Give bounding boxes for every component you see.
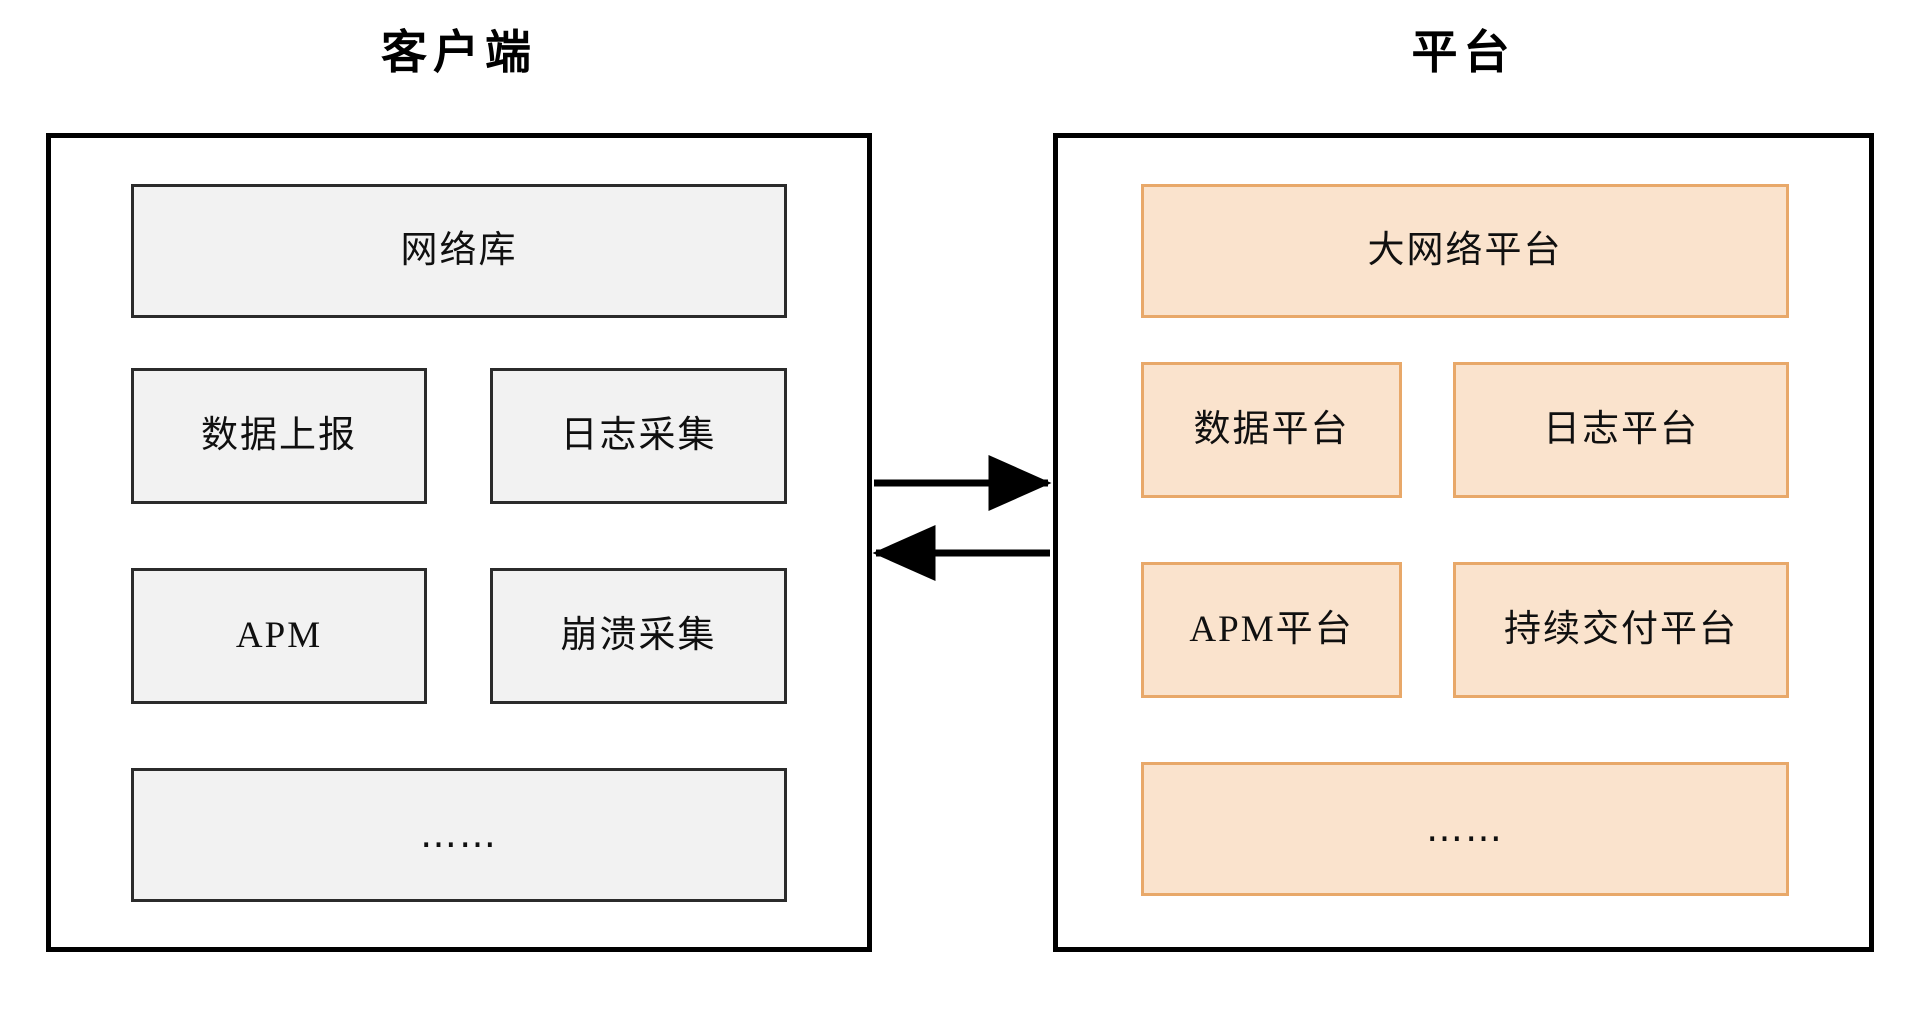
- node-log-platform[interactable]: 日志平台: [1453, 362, 1789, 498]
- column-title-client: 客户端: [381, 27, 537, 78]
- node-data-report[interactable]: 数据上报: [131, 368, 427, 504]
- node-apm[interactable]: APM: [131, 568, 427, 704]
- ellipsis-label: ……: [1426, 806, 1504, 850]
- node-log-collection[interactable]: 日志采集: [490, 368, 787, 504]
- node-big-network-platform[interactable]: 大网络平台: [1141, 184, 1789, 318]
- node-network-lib[interactable]: 网络库: [131, 184, 787, 318]
- column-title-platform: 平台: [1411, 27, 1516, 78]
- node-platform-more[interactable]: ……: [1141, 762, 1789, 896]
- node-crash-collection[interactable]: 崩溃采集: [490, 568, 787, 704]
- ellipsis-label: ……: [420, 812, 498, 856]
- node-data-platform[interactable]: 数据平台: [1141, 362, 1402, 498]
- node-continuous-delivery-platform[interactable]: 持续交付平台: [1453, 562, 1789, 698]
- node-apm-platform[interactable]: APM平台: [1141, 562, 1402, 698]
- node-client-more[interactable]: ……: [131, 768, 787, 902]
